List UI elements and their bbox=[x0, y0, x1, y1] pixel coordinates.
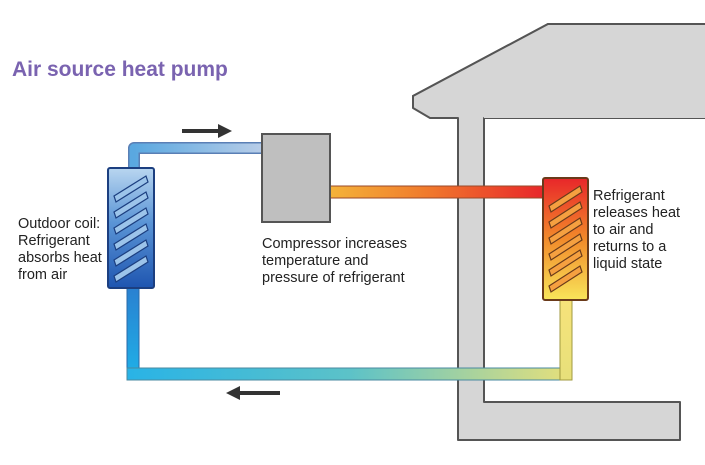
compressor-box bbox=[261, 133, 331, 223]
outdoor-coil-fins bbox=[113, 175, 149, 283]
roof-shape bbox=[413, 24, 705, 118]
roof-line bbox=[412, 23, 705, 104]
arrow-right-icon bbox=[182, 124, 232, 138]
indoor-coil-fins bbox=[548, 185, 583, 293]
house-outline bbox=[412, 23, 705, 441]
pipe-cold-top-fill bbox=[129, 143, 262, 168]
page-title: Air source heat pump bbox=[12, 58, 228, 81]
arrow-left-icon bbox=[226, 386, 280, 400]
compressor-label: Compressor increases temperature and pre… bbox=[262, 236, 408, 286]
pipe-left bbox=[126, 284, 140, 381]
outdoor-coil bbox=[107, 167, 155, 289]
pipe-loop bbox=[126, 142, 573, 381]
pipe-hot bbox=[329, 185, 545, 199]
indoor-coil-label: Refrigerant releases heat to air and ret… bbox=[593, 188, 681, 272]
indoor-coil bbox=[542, 177, 589, 301]
outdoor-coil-label: Outdoor coil: Refrigerant absorbs heat f… bbox=[18, 216, 102, 283]
pipe-right bbox=[559, 297, 573, 381]
pipe-bottom bbox=[126, 367, 573, 381]
